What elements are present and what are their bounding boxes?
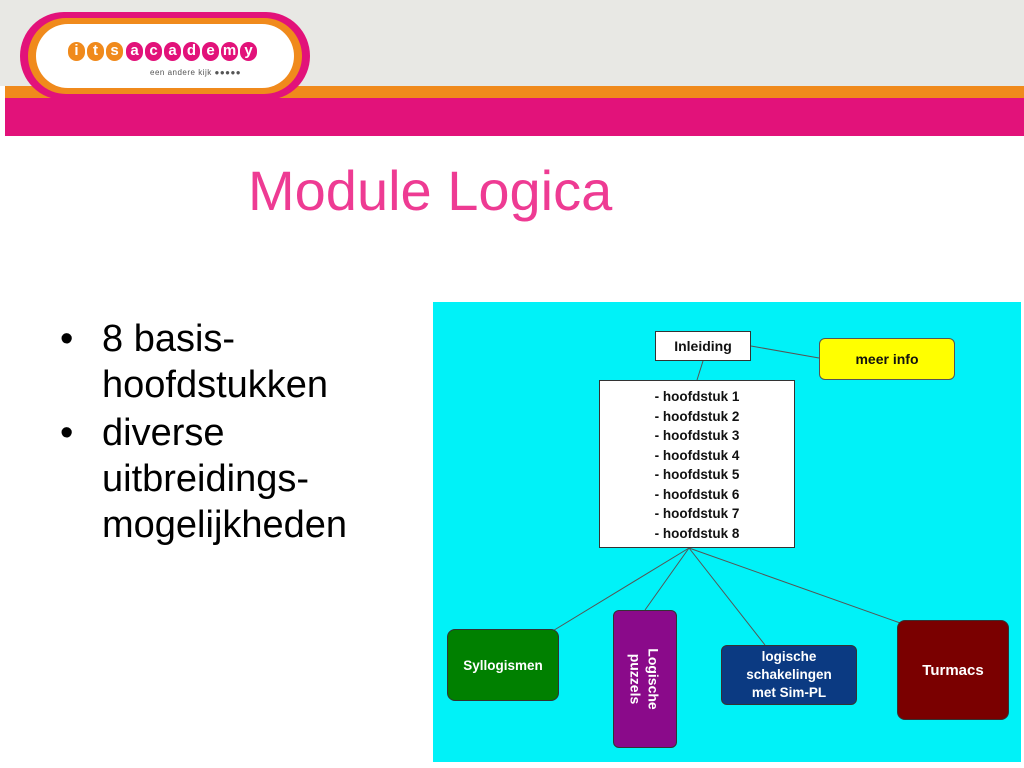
bullet-text: diverse uitbreidings-mogelijkheden [102, 412, 348, 546]
logo-word-academy: a c a d e m y [126, 42, 257, 61]
logische-line: logische [761, 649, 817, 664]
chapter-item: - hoofdstuk 1 [654, 389, 740, 404]
logo-letter: a [126, 42, 143, 61]
chapter-item: - hoofdstuk 8 [654, 525, 740, 541]
logo-letter: s [106, 42, 123, 61]
puzzels-line: Logische [646, 648, 662, 710]
connector-inleiding-meerinfo [750, 345, 820, 359]
chapter-item: - hoofdstuk 2 [654, 408, 740, 424]
bullet-dot-icon: • [60, 318, 74, 360]
logo-letter: i [68, 42, 85, 61]
logische-line: met Sim-PL [751, 685, 827, 700]
connector-chapters-puzzels [644, 547, 690, 611]
node-meer-info: meer info [819, 338, 955, 380]
node-inleiding: Inleiding [655, 331, 751, 361]
chapter-item: - hoofdstuk 5 [654, 467, 740, 482]
logo-letter: d [183, 42, 200, 61]
chapter-item: - hoofdstuk 4 [654, 447, 740, 463]
logo-tagline: een andere kijk ●●●●● [150, 68, 242, 77]
chapter-item: - hoofdstuk 3 [654, 428, 740, 443]
bullet-list: • 8 basis-hoofdstukken • diverse uitbrei… [60, 316, 420, 550]
node-turmacs: Turmacs [897, 620, 1009, 720]
logo-letter: e [202, 42, 219, 61]
connector-inleiding-chapters [696, 360, 704, 381]
node-syllogismen: Syllogismen [447, 629, 559, 701]
puzzels-line: puzzels [628, 653, 644, 705]
node-logische-puzzels: Logische puzzels [613, 610, 677, 748]
node-chapters: - hoofdstuk 1 - hoofdstuk 2 - hoofdstuk … [599, 380, 795, 548]
logo-letter: y [240, 42, 257, 61]
logo-letter: a [164, 42, 181, 61]
logo-letter: t [87, 42, 104, 61]
bullet-dot-icon: • [60, 412, 74, 454]
logo-word-its: i t s [68, 42, 123, 61]
bullet-item: • diverse uitbreidings-mogelijkheden [60, 410, 420, 548]
connector-chapters-logische [688, 547, 766, 646]
chapter-item: - hoofdstuk 7 [654, 506, 740, 521]
connector-chapters-turmacs [688, 547, 904, 625]
connector-chapters-syllogismen [550, 547, 690, 633]
header-stripe-pink [5, 98, 1024, 136]
module-diagram: Inleiding meer info - hoofdstuk 1 - hoof… [433, 302, 1021, 762]
logo-letter: c [145, 42, 162, 61]
bullet-text: 8 basis-hoofdstukken [102, 318, 329, 406]
logische-line: schakelingen [746, 667, 832, 682]
slide-title: Module Logica [248, 159, 613, 222]
bullet-item: • 8 basis-hoofdstukken [60, 316, 420, 408]
puzzels-rotated-label: Logische puzzels [627, 648, 663, 709]
diagram-connectors [550, 345, 904, 646]
chapter-item: - hoofdstuk 6 [654, 486, 740, 502]
node-logische-schakelingen: logische schakelingen met Sim-PL [721, 645, 857, 705]
logo-letter: m [221, 42, 238, 61]
